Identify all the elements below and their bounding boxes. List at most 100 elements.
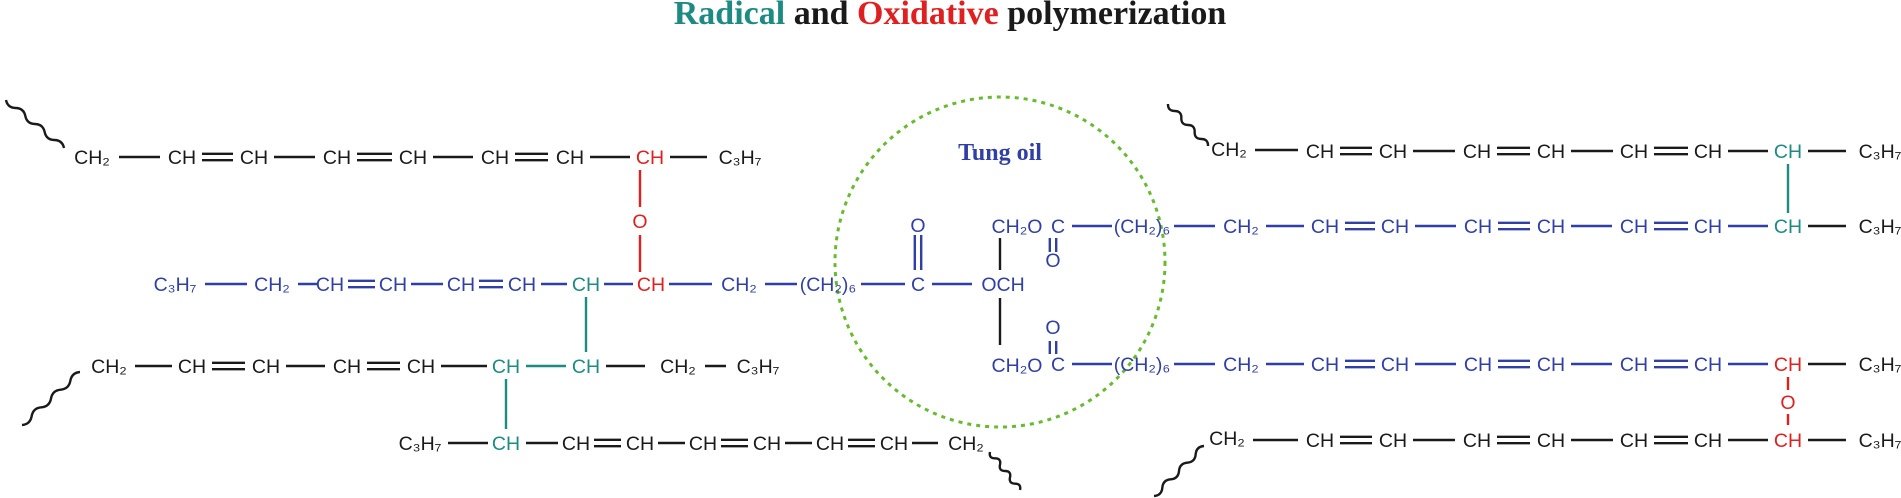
chain-e-c3h7: C₃H₇ (399, 433, 442, 455)
title-radical: Radical (674, 0, 785, 32)
atom-labels: CH₂ CH CH CH CH CH CH CH C₃H₇ O C₃H₇ CH₂ CH CH CH CH CH C… (74, 139, 1901, 455)
chain-h-ch: CH (1694, 354, 1722, 376)
chain-h-ch: CH (1381, 354, 1409, 376)
chain-a-oxidized-ch: CH (636, 147, 664, 169)
wave-chain-a (4, 99, 66, 149)
chain-g-c3h7: C₃H₇ (1859, 141, 1901, 163)
chain-g-ch: CH (1620, 141, 1648, 163)
chain-h-c3h7: C₃H₇ (1859, 354, 1901, 376)
chain-i-ch2: CH₂ (1209, 428, 1245, 450)
chain-f-ch: CH (1537, 216, 1565, 238)
chain-g-ch2: CH₂ (1211, 139, 1247, 161)
diagram-title: Radical and Oxidative polymerization (674, 0, 1227, 32)
ether-oxygen: O (632, 211, 647, 233)
chain-e-ch2: CH₂ (948, 433, 984, 455)
chain-h-ch: CH (1620, 354, 1648, 376)
chain-i-ch: CH (1537, 430, 1565, 452)
chain-b-ch2-6: (CH₂)₆ (800, 274, 857, 296)
chain-f-ch: CH (1694, 216, 1722, 238)
tung-oil-circle (833, 95, 1167, 429)
chain-d-ch2: CH₂ (660, 356, 696, 378)
chain-e-ch: CH (880, 433, 908, 455)
chain-a-ch: CH (399, 147, 427, 169)
chain-e-ch: CH (753, 433, 781, 455)
chain-f-ch2: CH₂ (1223, 216, 1259, 238)
chain-f-ch: CH (1620, 216, 1648, 238)
chain-f-ch: CH (1311, 216, 1339, 238)
chain-f-ch: CH (1464, 216, 1492, 238)
chain-h-ch: CH (1537, 354, 1565, 376)
chain-h-ch2-6: (CH₂)₆ (1114, 354, 1171, 376)
chain-f-ch2-6: (CH₂)₆ (1114, 216, 1171, 238)
chain-g-radical-ch: CH (1774, 141, 1802, 163)
chain-f-ch: CH (1381, 216, 1409, 238)
chain-i-ch: CH (1694, 430, 1722, 452)
ether-oxygen-right: O (1780, 392, 1795, 414)
chain-b-oxidized-ch: CH (637, 274, 665, 296)
title-and: and (794, 0, 849, 32)
chain-g-ch: CH (1537, 141, 1565, 163)
chain-b-radical-ch: CH (572, 274, 600, 296)
chain-b-ch: CH (508, 274, 536, 296)
ester-carbon-bottom: C (1051, 354, 1065, 376)
chain-d-c3h7: C₃H₇ (737, 356, 780, 378)
chain-a-ch: CH (168, 147, 196, 169)
chain-b-ch: CH (379, 274, 407, 296)
wave-chain-i (1153, 444, 1205, 498)
chain-g-ch: CH (1694, 141, 1722, 163)
wavy-chain-ends (4, 99, 1210, 498)
carbonyl-oxygen-top: O (1045, 250, 1060, 272)
carbonyl-oxygen: O (910, 215, 925, 237)
chain-i-c3h7: C₃H₇ (1859, 430, 1901, 452)
bond-lines (119, 146, 1846, 448)
chain-b-ch2: CH₂ (254, 274, 290, 296)
chain-e-ch: CH (626, 433, 654, 455)
chain-b-ch2: CH₂ (721, 274, 757, 296)
chain-h-ch2: CH₂ (1223, 354, 1259, 376)
title-oxidative: Oxidative (857, 0, 999, 32)
chain-i-ch: CH (1620, 430, 1648, 452)
chain-b-c3h7: C₃H₇ (154, 274, 197, 296)
chain-a-ch: CH (481, 147, 509, 169)
chain-f-radical-ch: CH (1774, 216, 1802, 238)
wave-chain-d (21, 370, 81, 427)
chain-g-ch: CH (1306, 141, 1334, 163)
chain-d-ch: CH (252, 356, 280, 378)
chain-a-ch: CH (240, 147, 268, 169)
glycerol-ch2o-top: CH₂O (992, 216, 1043, 238)
chain-d-ch: CH (333, 356, 361, 378)
chain-e-radical-ch: CH (492, 433, 520, 455)
chain-b-ch: CH (447, 274, 475, 296)
chain-i-ch: CH (1379, 430, 1407, 452)
chain-d-ch: CH (178, 356, 206, 378)
ester-carbon: C (911, 274, 925, 296)
chain-b-ch: CH (316, 274, 344, 296)
chain-a-ch: CH (556, 147, 584, 169)
glycerol-ch2o-bottom: CH₂O (992, 355, 1043, 377)
glycerol-och: OCH (981, 274, 1024, 296)
chain-g-ch: CH (1379, 141, 1407, 163)
chain-h-oxidized-ch: CH (1774, 354, 1802, 376)
chain-d-radical-ch: CH (572, 356, 600, 378)
chain-a-ch2: CH₂ (74, 147, 110, 169)
chain-h-ch: CH (1311, 354, 1339, 376)
chain-i-ch: CH (1306, 430, 1334, 452)
chain-e-ch: CH (816, 433, 844, 455)
chain-d-ch: CH (407, 356, 435, 378)
chain-d-ch2: CH₂ (91, 356, 127, 378)
chain-d-radical-ch: CH (492, 356, 520, 378)
ester-carbon-top: C (1051, 216, 1065, 238)
chain-e-ch: CH (562, 433, 590, 455)
chain-i-ch: CH (1463, 430, 1491, 452)
tung-oil-label: Tung oil (958, 140, 1042, 166)
chain-i-oxidized-ch: CH (1774, 430, 1802, 452)
chain-a-c3h7: C₃H₇ (719, 147, 762, 169)
chain-g-ch: CH (1463, 141, 1491, 163)
wave-chain-e (988, 451, 1022, 491)
title-polymerization: polymerization (1007, 0, 1226, 32)
chain-f-c3h7: C₃H₇ (1859, 216, 1901, 238)
chain-a-ch: CH (323, 147, 351, 169)
wave-chain-g (1166, 103, 1210, 147)
chain-e-ch: CH (689, 433, 717, 455)
